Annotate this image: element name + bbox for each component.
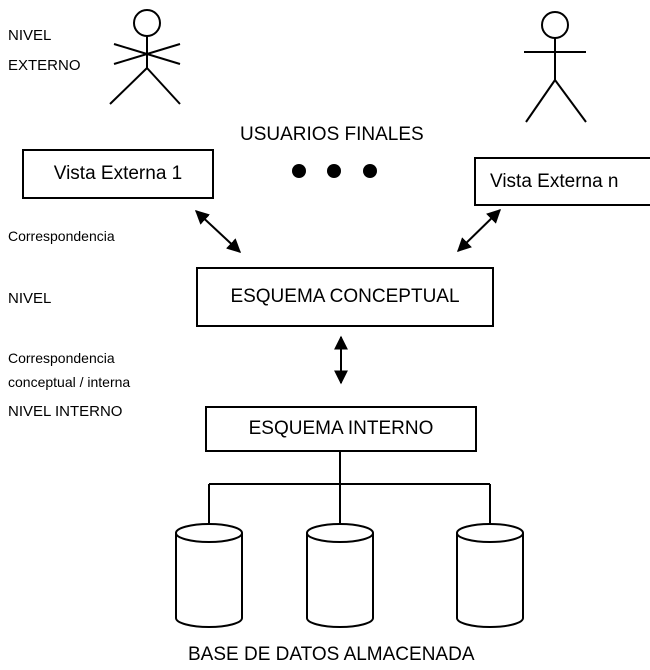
mapping-internal-label: Correspondencia conceptual / interna xyxy=(8,350,131,390)
user-head-left xyxy=(133,9,161,37)
mapping-arrow-left xyxy=(194,210,242,253)
storage-disk-2 xyxy=(306,523,374,628)
level-internal-label: NIVEL INTERNO xyxy=(8,403,123,420)
ellipsis-dot-1 xyxy=(292,164,306,178)
user-leg-left-b xyxy=(146,67,181,105)
user-leg-right-b xyxy=(554,79,587,123)
external-view-last: Vista Externa n xyxy=(474,157,650,206)
user-leg-left-a xyxy=(109,67,148,105)
internal-schema-box: ESQUEMA INTERNO xyxy=(205,406,477,452)
mapping-external-label: Correspondencia xyxy=(8,228,115,244)
external-view-first: Vista Externa 1 xyxy=(22,149,214,199)
user-arms-left-b xyxy=(113,43,181,65)
user-leg-right-a xyxy=(525,79,556,123)
ellipsis-dot-3 xyxy=(363,164,377,178)
mapping-arrow-right xyxy=(456,209,502,252)
ellipsis-dot-2 xyxy=(327,164,341,178)
user-head-right xyxy=(541,11,569,39)
users-title: USUARIOS FINALES xyxy=(240,124,424,145)
level-external-label: NIVEL EXTERNO xyxy=(8,27,81,74)
storage-title: BASE DE DATOS ALMACENADA xyxy=(188,644,475,665)
conceptual-schema-box: ESQUEMA CONCEPTUAL xyxy=(196,267,494,327)
storage-disk-1 xyxy=(175,523,243,628)
level-conceptual-label: NIVEL xyxy=(8,290,52,307)
storage-connector xyxy=(208,451,491,525)
user-figure-right xyxy=(524,11,587,123)
user-figure-left xyxy=(109,9,181,105)
storage-disk-3 xyxy=(456,523,524,628)
